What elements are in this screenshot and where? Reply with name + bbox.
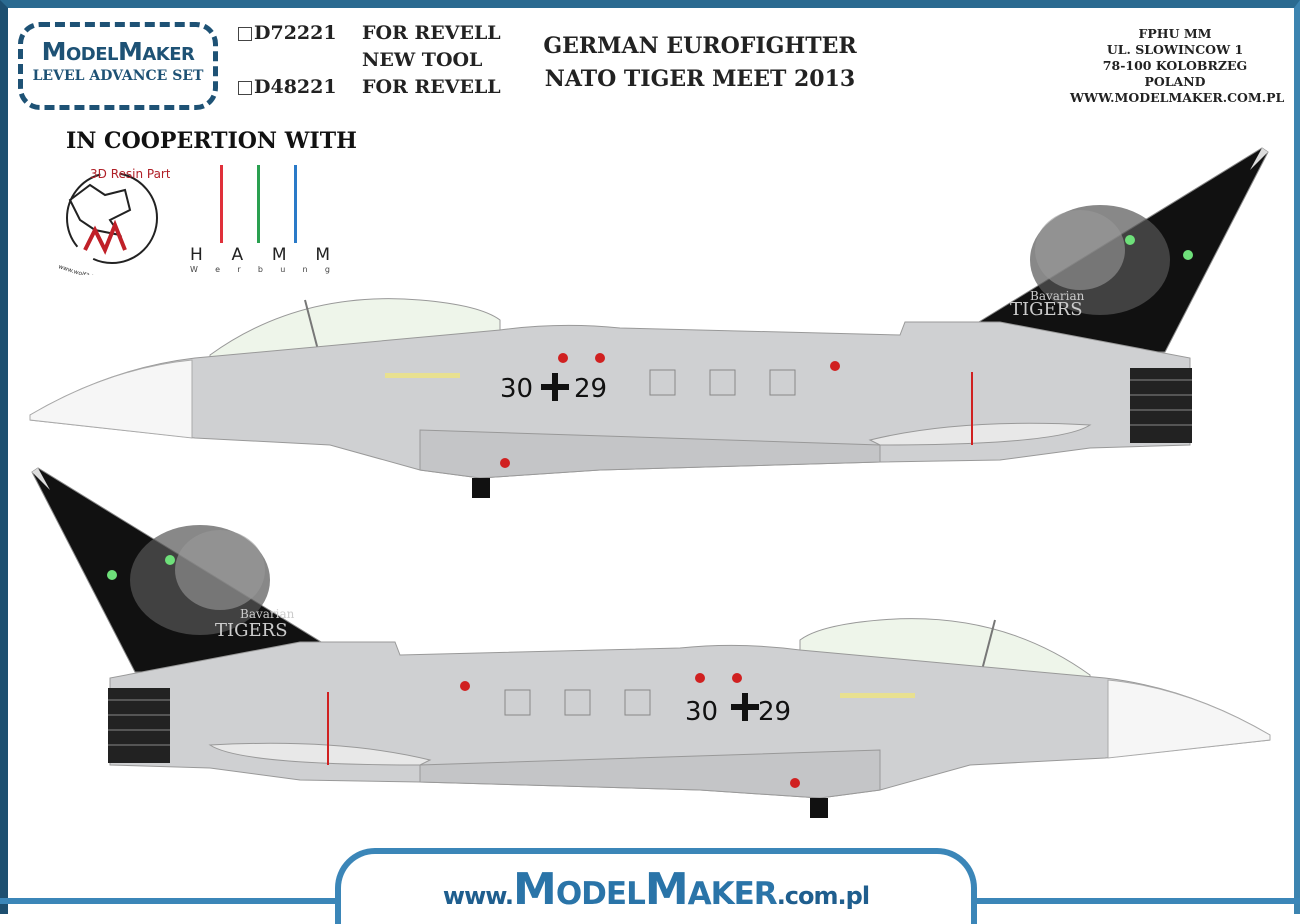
- footer-line-left: [0, 898, 340, 904]
- serial-right: 29: [758, 697, 791, 727]
- logo-title: ModelMaker: [41, 37, 195, 66]
- footer-brand: ModelMaker: [513, 864, 778, 915]
- tail-text-1: Bavarian: [1030, 289, 1085, 303]
- letter: H: [190, 245, 203, 265]
- product-code: D48221: [254, 76, 337, 98]
- code-desc: FOR REVELL: [362, 22, 501, 44]
- aircraft-right-side: [29, 147, 1269, 499]
- footer-banner: www.ModelMaker.com.pl: [335, 848, 977, 924]
- title-line-1: GERMAN EUROFIGHTER: [543, 33, 857, 59]
- sheet-title: GERMAN EUROFIGHTER NATO TIGER MEET 2013: [520, 30, 880, 96]
- letter: W: [190, 265, 198, 274]
- serial-right: 29: [574, 374, 607, 404]
- product-code: D72221: [254, 22, 337, 44]
- green-bar: [257, 165, 260, 243]
- footer-line-right: [960, 898, 1300, 904]
- hamm-werbung-logo: H A M M W e r b u n g: [190, 165, 330, 275]
- letter: A: [231, 245, 244, 265]
- footer-suffix: .com.pl: [776, 882, 870, 910]
- checkbox[interactable]: [238, 81, 252, 95]
- code-desc: FOR REVELL: [362, 76, 501, 98]
- cooperation-heading: IN COOPERTION WITH: [66, 128, 357, 154]
- partner1-name: 3D Resin Parts: [90, 167, 170, 181]
- letter: n: [302, 265, 308, 274]
- tail-text-2: TIGERS: [1010, 299, 1083, 320]
- letter: r: [237, 265, 241, 274]
- address-line: WWW.MODELMAKER.COM.PL: [1070, 90, 1285, 105]
- code-row: NEW TOOL: [238, 47, 501, 74]
- tail-text-2: TIGERS: [215, 620, 288, 641]
- letter: e: [215, 265, 221, 274]
- address-line: UL. SLOWINCOW 1: [1106, 42, 1244, 57]
- logo-subtitle: LEVEL ADVANCE SET: [32, 68, 204, 84]
- letter: u: [280, 265, 286, 274]
- product-codes: D72221 FOR REVELL NEW TOOL D48221 FOR RE…: [238, 20, 501, 101]
- code-desc: NEW TOOL: [362, 49, 483, 71]
- letter: g: [324, 265, 330, 274]
- letter: M: [271, 245, 287, 265]
- address-line: POLAND: [1144, 74, 1206, 89]
- aircraft-left-side: [31, 467, 1271, 819]
- checkbox[interactable]: [238, 27, 252, 41]
- wolf-3d-resin-parts-logo: 3D Resin Parts www.wolf3dresinparts.at: [57, 167, 170, 275]
- footer-url[interactable]: www.ModelMaker.com.pl: [341, 864, 971, 915]
- letter: M: [315, 245, 330, 265]
- address-line: 78-100 KOLOBRZEG: [1102, 58, 1248, 73]
- modelmaker-logo: ModelMaker LEVEL ADVANCE SET: [18, 22, 218, 110]
- werbung-text: W e r b u n g: [190, 265, 330, 274]
- code-row: D48221 FOR REVELL: [238, 74, 501, 101]
- red-bar: [220, 165, 223, 243]
- tail-text-1: Bavarian: [240, 607, 295, 621]
- code-row: D72221 FOR REVELL: [238, 20, 501, 47]
- hamm-letters: H A M M: [190, 245, 330, 265]
- address-block: FPHU MM UL. SLOWINCOW 1 78-100 KOLOBRZEG…: [1070, 26, 1285, 106]
- serial-left: 30: [685, 697, 718, 727]
- serial-left: 30: [500, 374, 533, 404]
- blue-bar: [294, 165, 297, 243]
- letter: b: [257, 265, 263, 274]
- title-line-2: NATO TIGER MEET 2013: [544, 66, 856, 92]
- address-line: FPHU MM: [1138, 26, 1212, 41]
- footer-prefix: www.: [442, 882, 514, 910]
